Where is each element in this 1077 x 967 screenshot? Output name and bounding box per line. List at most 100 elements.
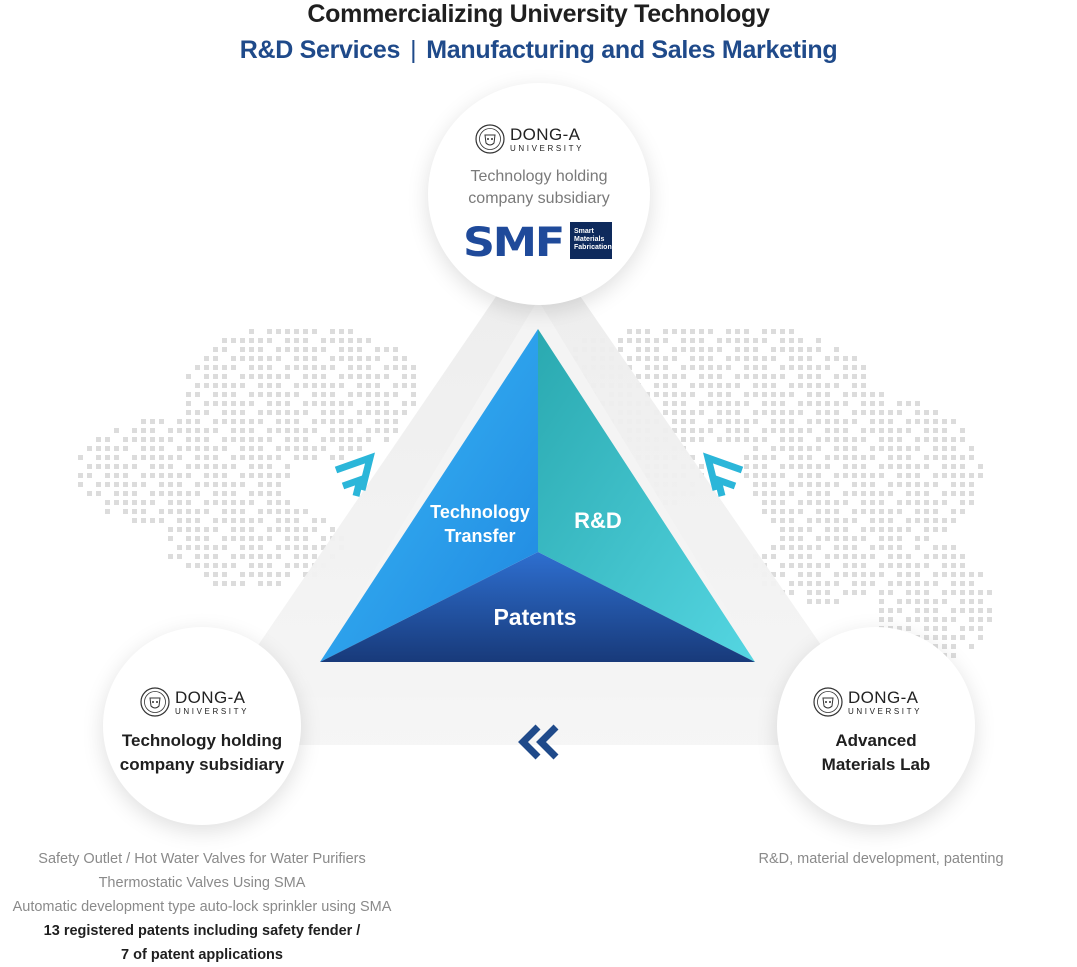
map-dot — [861, 500, 866, 505]
map-dot — [825, 563, 830, 568]
map-dot — [231, 527, 236, 532]
map-dot — [897, 455, 902, 460]
map-dot — [708, 392, 713, 397]
map-dot — [870, 581, 875, 586]
map-dot — [951, 581, 956, 586]
map-dot — [942, 437, 947, 442]
map-dot — [789, 365, 794, 370]
map-dot — [663, 329, 668, 334]
map-dot — [969, 608, 974, 613]
map-dot — [960, 482, 965, 487]
map-dot — [168, 536, 173, 541]
map-dot — [294, 410, 299, 415]
map-dot — [807, 401, 812, 406]
map-dot — [384, 428, 389, 433]
map-dot — [285, 464, 290, 469]
map-dot — [330, 419, 335, 424]
map-dot — [204, 563, 209, 568]
map-dot — [906, 590, 911, 595]
map-dot — [717, 365, 722, 370]
map-dot — [771, 401, 776, 406]
map-dot — [771, 509, 776, 514]
left-highlight-line1: 13 registered patents including safety f… — [43, 923, 361, 939]
map-dot — [276, 410, 281, 415]
map-dot — [915, 401, 920, 406]
map-dot — [870, 419, 875, 424]
map-dot — [915, 482, 920, 487]
map-dot — [771, 455, 776, 460]
map-dot — [789, 545, 794, 550]
map-dot — [888, 491, 893, 496]
map-dot — [690, 428, 695, 433]
map-dot — [663, 410, 668, 415]
map-dot — [924, 626, 929, 631]
map-dot — [789, 527, 794, 532]
map-dot — [960, 455, 965, 460]
map-dot — [798, 410, 803, 415]
map-dot — [915, 518, 920, 523]
map-dot — [312, 446, 317, 451]
map-dot — [123, 473, 128, 478]
map-dot — [852, 581, 857, 586]
map-dot — [240, 383, 245, 388]
map-dot — [879, 446, 884, 451]
map-dot — [231, 419, 236, 424]
map-dot — [816, 491, 821, 496]
map-dot — [87, 473, 92, 478]
map-dot — [294, 428, 299, 433]
map-dot — [141, 509, 146, 514]
map-dot — [834, 545, 839, 550]
map-dot — [123, 446, 128, 451]
map-dot — [933, 482, 938, 487]
map-dot — [717, 392, 722, 397]
map-dot — [807, 518, 812, 523]
map-dot — [852, 563, 857, 568]
university-seal-icon — [475, 124, 505, 154]
map-dot — [879, 527, 884, 532]
map-dot — [249, 572, 254, 577]
map-dot — [402, 356, 407, 361]
map-dot — [357, 374, 362, 379]
map-dot — [123, 464, 128, 469]
map-dot — [213, 455, 218, 460]
map-dot — [879, 608, 884, 613]
map-dot — [735, 374, 740, 379]
map-dot — [708, 356, 713, 361]
map-dot — [744, 437, 749, 442]
map-dot — [357, 338, 362, 343]
map-dot — [708, 419, 713, 424]
map-dot — [411, 392, 416, 397]
map-dot — [231, 437, 236, 442]
map-dot — [213, 581, 218, 586]
map-dot — [321, 437, 326, 442]
map-dot — [861, 527, 866, 532]
map-dot — [150, 491, 155, 496]
map-dot — [231, 581, 236, 586]
map-dot — [159, 482, 164, 487]
map-dot — [744, 464, 749, 469]
map-dot — [942, 563, 947, 568]
map-dot — [852, 545, 857, 550]
map-dot — [933, 617, 938, 622]
map-dot — [798, 545, 803, 550]
map-dot — [888, 437, 893, 442]
map-dot — [870, 491, 875, 496]
map-dot — [375, 410, 380, 415]
map-dot — [852, 464, 857, 469]
map-dot — [123, 491, 128, 496]
map-dot — [843, 365, 848, 370]
page-title: Commercializing University Technology — [307, 0, 770, 28]
map-dot — [843, 491, 848, 496]
map-dot — [969, 599, 974, 604]
map-dot — [222, 509, 227, 514]
map-dot — [762, 329, 767, 334]
map-dot — [276, 473, 281, 478]
map-dot — [384, 410, 389, 415]
map-dot — [195, 509, 200, 514]
map-dot — [798, 356, 803, 361]
map-dot — [789, 536, 794, 541]
map-dot — [114, 455, 119, 460]
map-dot — [375, 401, 380, 406]
map-dot — [294, 365, 299, 370]
map-dot — [798, 338, 803, 343]
